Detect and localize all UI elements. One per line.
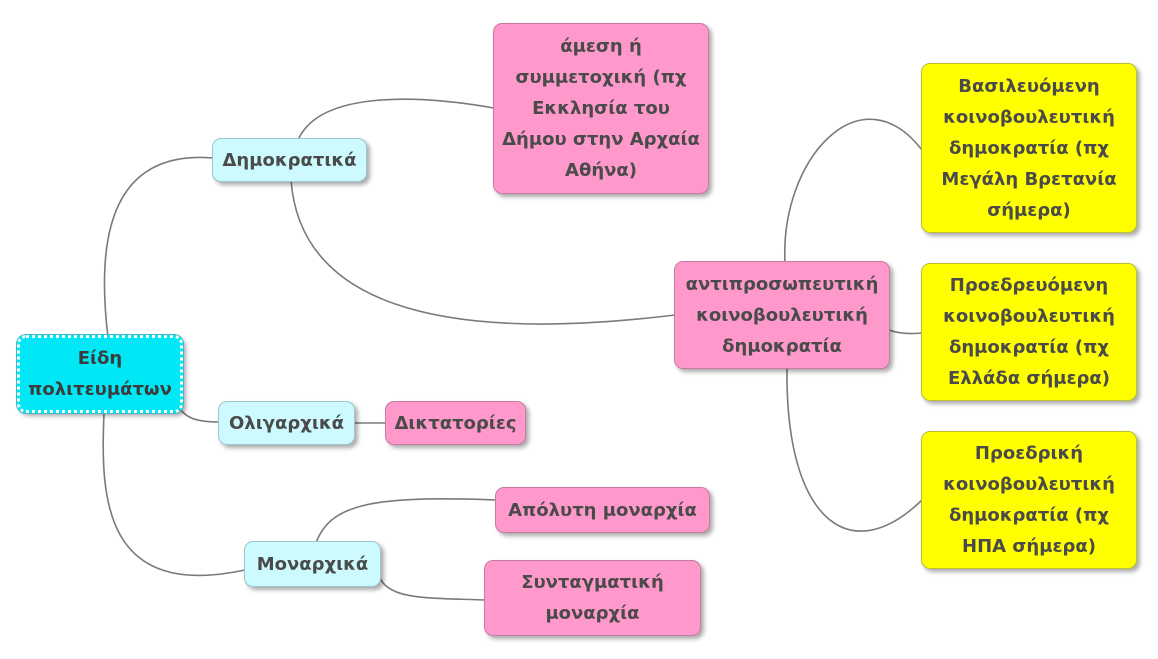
connector-democratic-representative xyxy=(290,179,676,325)
democratic-node-label: Δημοκρατικά xyxy=(222,149,357,171)
constitutional-monarchy-node[interactable]: Συνταγματική μοναρχία xyxy=(484,560,701,636)
direct-democracy-node-label: άμεση ή συμμετοχική (πχ Εκκλησία του Δήμ… xyxy=(502,36,700,181)
direct-democracy-node[interactable]: άμεση ή συμμετοχική (πχ Εκκλησία του Δήμ… xyxy=(493,23,709,194)
democratic-node[interactable]: Δημοκρατικά xyxy=(212,138,367,182)
oligarchic-node-label: Ολιγαρχικά xyxy=(229,412,344,434)
connector-representative-crowned xyxy=(784,118,923,263)
root-node[interactable]: Είδη πολιτευμάτων xyxy=(16,334,184,414)
presidential-democracy-node-label: Προεδρική κοινοβουλευτική δημοκρατία (πχ… xyxy=(943,443,1115,557)
representative-democracy-node-label: αντιπροσωπευτική κοινοβουλευτική δημοκρα… xyxy=(685,273,879,357)
root-node-label: Είδη πολιτευμάτων xyxy=(28,348,172,400)
absolute-monarchy-node-label: Απόλυτη μοναρχία xyxy=(508,499,697,521)
connector-monarchic-constitutional xyxy=(379,577,486,601)
monarchic-node-label: Μοναρχικά xyxy=(256,553,369,575)
monarchic-node[interactable]: Μοναρχικά xyxy=(244,541,381,587)
crowned-democracy-node-label: Βασιλευόμενη κοινοβουλευτική δημοκρατία … xyxy=(941,75,1117,221)
connector-representative-presidential xyxy=(786,367,923,532)
presidential-democracy-node[interactable]: Προεδρική κοινοβουλευτική δημοκρατία (πχ… xyxy=(921,431,1137,569)
representative-democracy-node[interactable]: αντιπροσωπευτική κοινοβουλευτική δημοκρα… xyxy=(674,261,890,369)
absolute-monarchy-node[interactable]: Απόλυτη μοναρχία xyxy=(495,487,710,533)
connector-monarchic-absolute xyxy=(315,498,497,544)
crowned-democracy-node[interactable]: Βασιλευόμενη κοινοβουλευτική δημοκρατία … xyxy=(921,63,1137,233)
oligarchic-node[interactable]: Ολιγαρχικά xyxy=(218,401,355,445)
connector-root-democratic xyxy=(103,156,214,338)
dictatorships-node[interactable]: Δικτατορίες xyxy=(385,401,526,445)
constitutional-monarchy-node-label: Συνταγματική μοναρχία xyxy=(521,572,664,624)
presided-democracy-node[interactable]: Προεδρευόμενη κοινοβουλευτική δημοκρατία… xyxy=(921,263,1137,401)
presided-democracy-node-label: Προεδρευόμενη κοινοβουλευτική δημοκρατία… xyxy=(943,275,1115,389)
connector-democratic-direct xyxy=(297,98,495,141)
dictatorships-node-label: Δικτατορίες xyxy=(394,412,517,434)
connector-representative-presided xyxy=(888,329,923,335)
connector-root-monarchic xyxy=(102,413,246,577)
